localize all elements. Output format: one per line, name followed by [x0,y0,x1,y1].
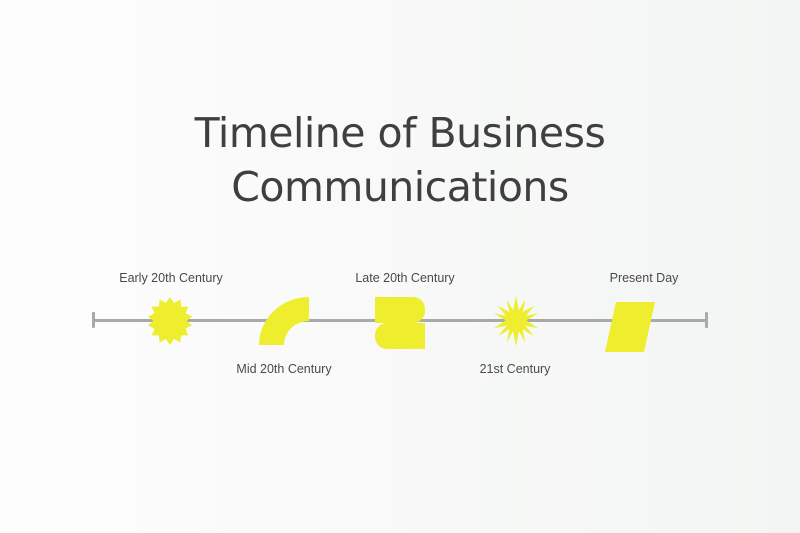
sparkle-star-icon [491,296,541,346]
page-title: Timeline of Business Communications [0,106,800,214]
event-label-present-day: Present Day [609,271,679,285]
title-line-1: Timeline of Business [194,109,606,157]
event-label-mid-20th-century: Mid 20th Century [236,362,332,376]
starburst-14-icon [146,297,194,345]
title-line-2: Communications [231,163,569,211]
timeline-end-cap [705,312,708,328]
event-label-21st-century: 21st Century [479,362,551,376]
quarter-arch-icon [259,297,309,345]
event-label-late-20th-century: Late 20th Century [355,271,455,285]
parallelogram-icon [605,302,655,352]
timeline-start-cap [92,312,95,328]
event-label-early-20th-century: Early 20th Century [119,271,223,285]
rounded-s-block-icon [375,297,425,349]
